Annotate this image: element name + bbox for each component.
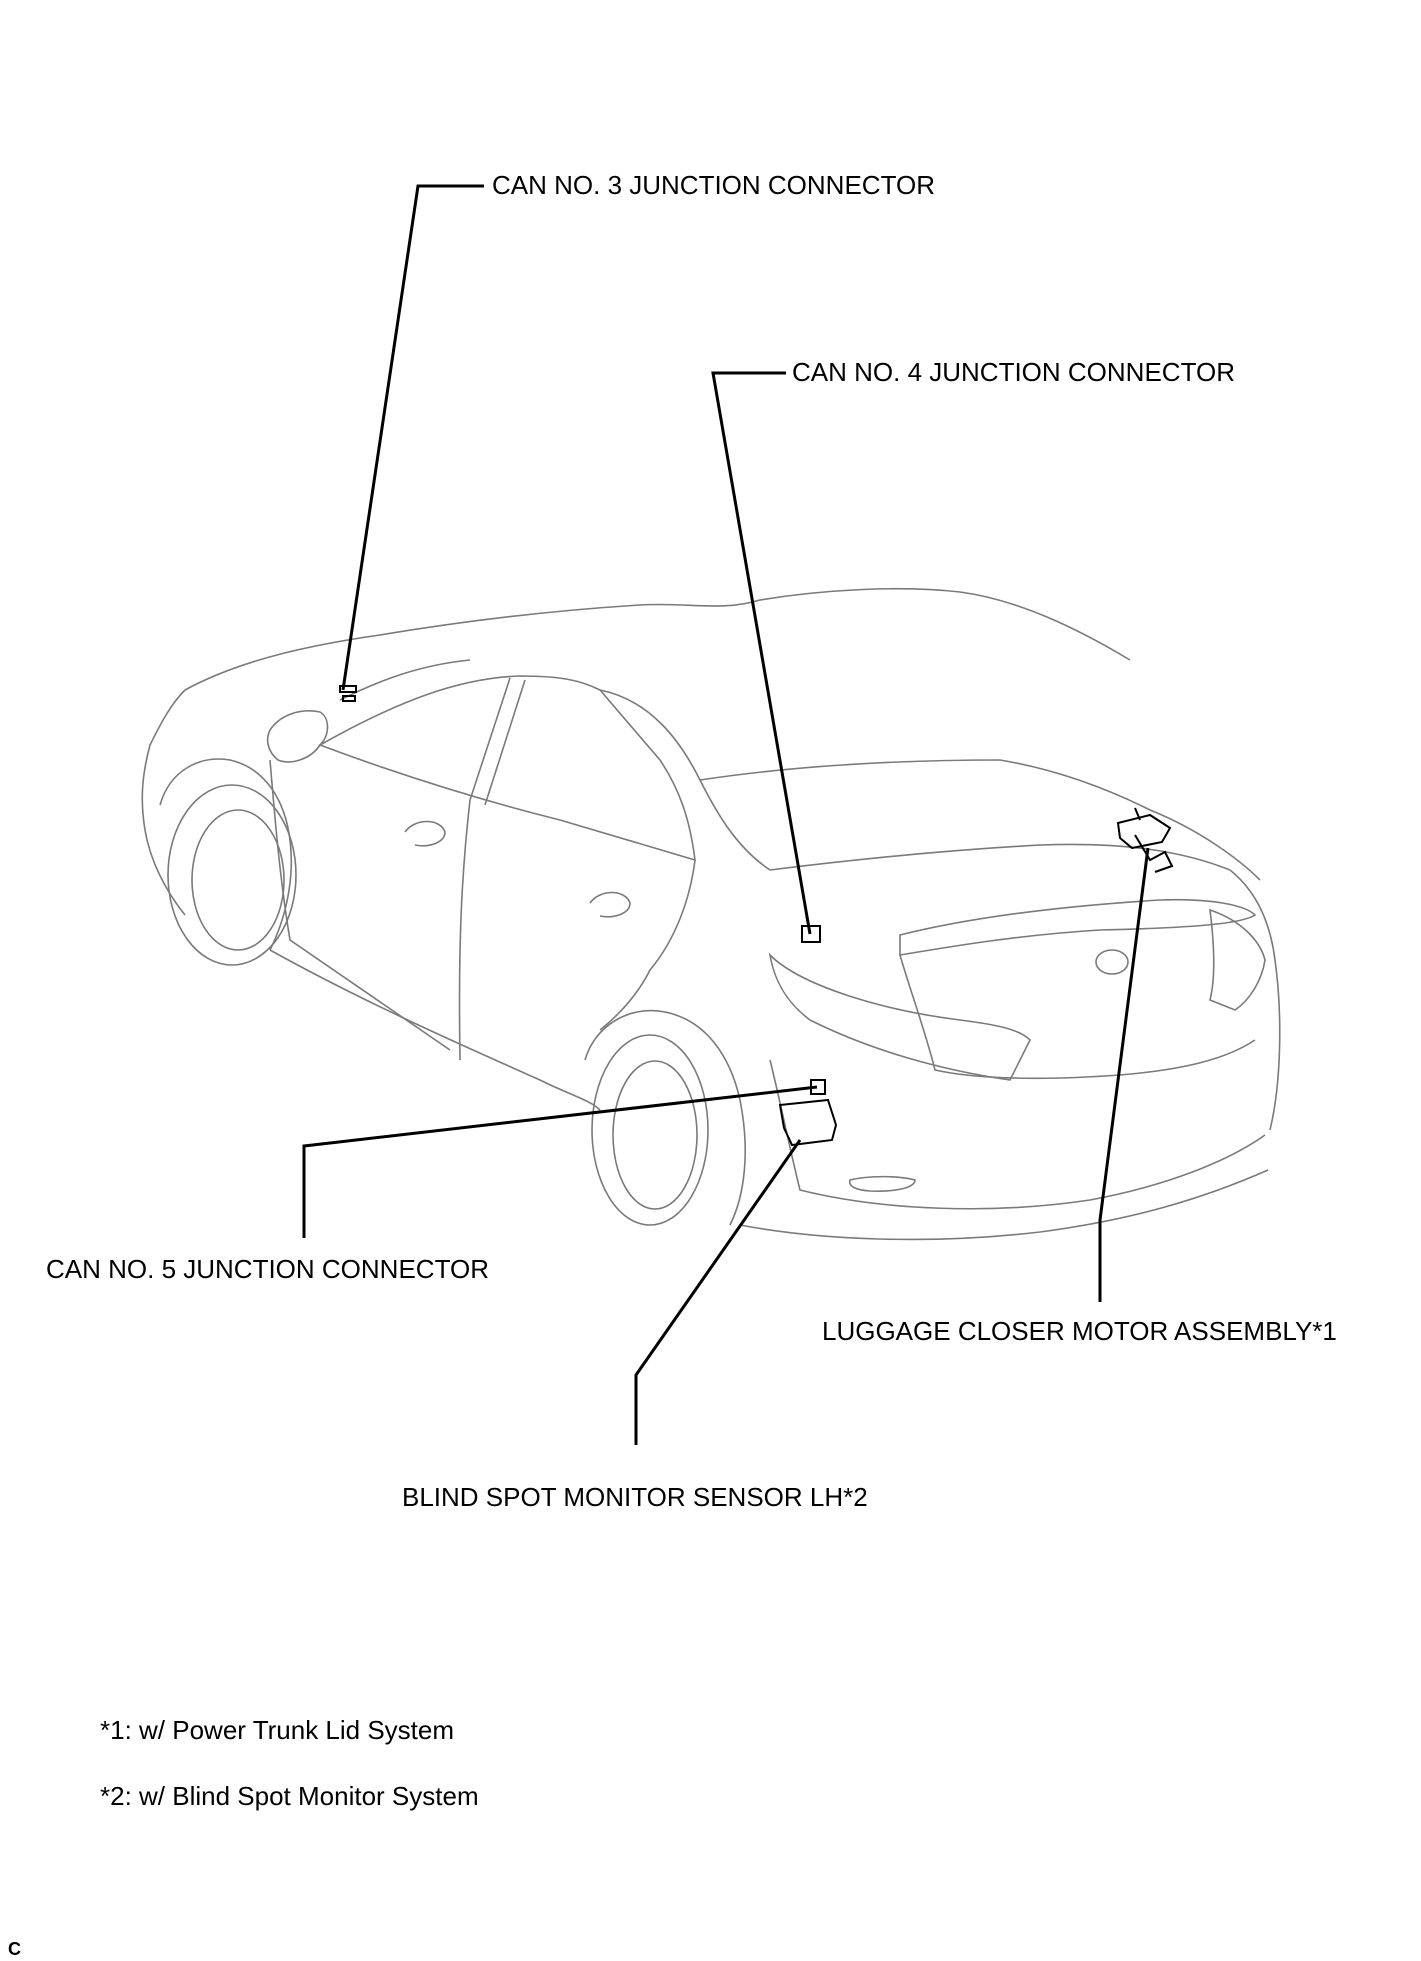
- front-wheel-outer: [167, 784, 297, 966]
- car-outline: [141, 587, 1281, 1241]
- front-nose: [141, 689, 186, 831]
- taillight-left: [768, 952, 1031, 1081]
- label-can3: CAN NO. 3 JUNCTION CONNECTOR: [492, 170, 935, 200]
- leader-blind-spot: [634, 1139, 802, 1445]
- windshield: [339, 659, 471, 701]
- roof-rear: [999, 759, 1261, 881]
- rear-door-handle: [589, 891, 631, 918]
- trunk-lid: [899, 954, 1256, 1080]
- rear-window-base: [699, 759, 1001, 781]
- window-frame: [318, 675, 696, 862]
- leader-luggage: [1098, 847, 1150, 1302]
- trunk-spoiler: [899, 898, 1257, 956]
- luggage-motor-shape: [1116, 807, 1174, 873]
- c-pillar: [599, 689, 771, 871]
- can3-connector-shape: [339, 685, 357, 693]
- b-pillar-2: [484, 679, 526, 806]
- label-can5: CAN NO. 5 JUNCTION CONNECTOR: [46, 1254, 489, 1284]
- front-door-handle: [404, 820, 446, 847]
- taillight-right: [1209, 908, 1266, 1011]
- leader-can5: [302, 1085, 818, 1238]
- front-door: [269, 759, 451, 1051]
- front-wheel-arch: [159, 758, 293, 951]
- rear-emblem: [1095, 949, 1129, 975]
- label-can4: CAN NO. 4 JUNCTION CONNECTOR: [792, 357, 1235, 387]
- blind-spot-sensor-shape: [778, 1098, 838, 1147]
- rear-door: [599, 859, 696, 1031]
- leader-lines: [302, 184, 1150, 1445]
- leader-can3: [341, 184, 484, 691]
- door-split: [458, 799, 471, 1061]
- can4-connector-shape: [801, 925, 821, 943]
- rocker-line: [269, 949, 601, 1111]
- rear-bumper-lower: [739, 1169, 1269, 1241]
- corner-mark: C: [8, 1939, 21, 1959]
- parts: [339, 685, 1174, 1147]
- rear-wheel-inner: [612, 1060, 698, 1210]
- side-mirror: [266, 710, 329, 763]
- b-pillar: [469, 677, 511, 801]
- footnote-1: *1: w/ Power Trunk Lid System: [100, 1715, 455, 1745]
- rear-reflector: [848, 1175, 916, 1192]
- can3-connector-shape-2: [342, 695, 356, 702]
- footnote-2: *2: w/ Blind Spot Monitor System: [100, 1781, 479, 1811]
- rear-wheel-arch: [584, 1009, 746, 1226]
- front-fender: [144, 829, 186, 916]
- trunk-top: [769, 843, 1231, 871]
- label-luggage-closer: LUGGAGE CLOSER MOTOR ASSEMBLY*1: [822, 1316, 1337, 1346]
- label-blind-spot-sensor: BLIND SPOT MONITOR SENSOR LH*2: [402, 1482, 868, 1512]
- leader-can4: [711, 371, 812, 935]
- rear-wheel-outer: [591, 1034, 709, 1226]
- rear-quarter-right: [1229, 869, 1281, 1131]
- front-wheel-inner: [191, 809, 285, 951]
- roof-line: [184, 587, 1131, 691]
- rear-bumper: [769, 1059, 1266, 1210]
